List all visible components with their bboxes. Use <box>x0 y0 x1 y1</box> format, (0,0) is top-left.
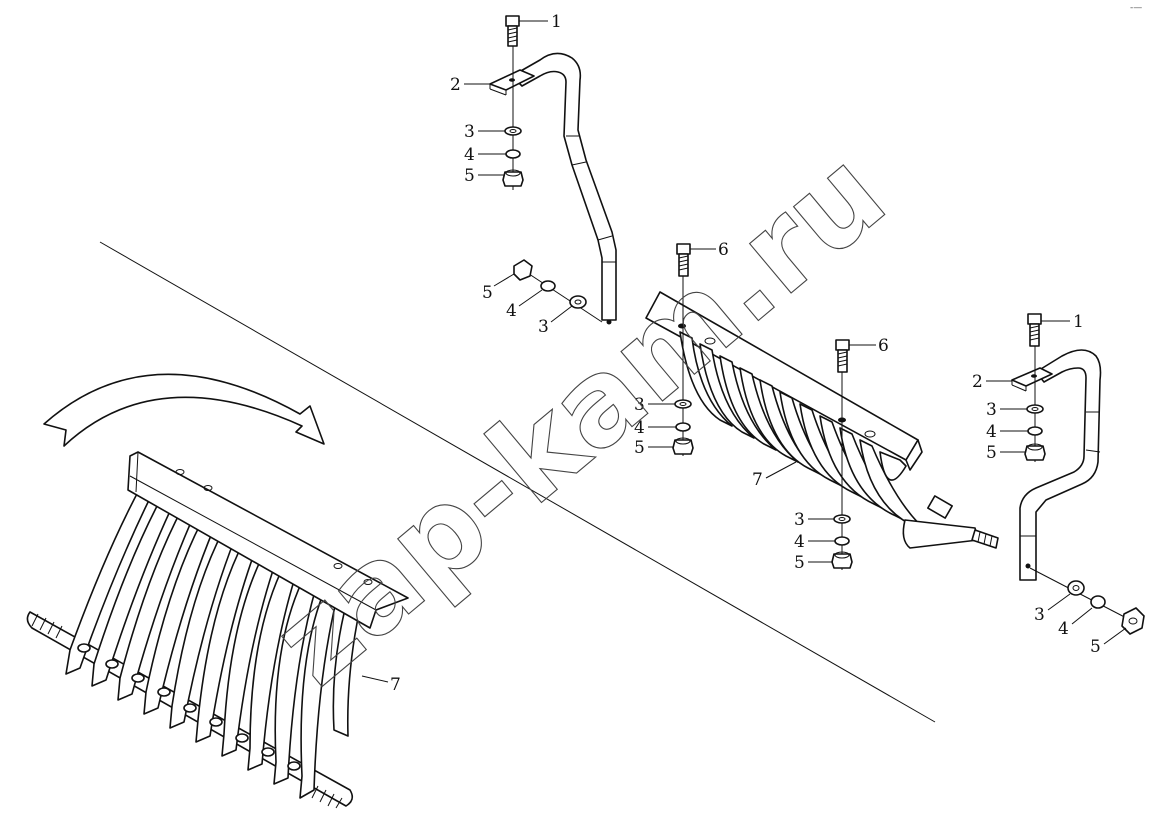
center-washer-b <box>833 514 851 524</box>
callout-mid-left-lockwasher: 4 <box>506 301 517 321</box>
corner-mark: -— <box>1130 3 1142 13</box>
callout-right-lockwasher: 4 <box>986 422 997 442</box>
right-bolt <box>1027 313 1042 347</box>
center-bolt-a <box>676 243 691 277</box>
callout-center-bolt-a: 6 <box>718 240 729 260</box>
callout-right-nut: 5 <box>986 443 997 463</box>
callout-right-plate: 2 <box>972 372 983 392</box>
callout-center-bolt-b: 6 <box>878 336 889 356</box>
callout-top-left-bolt: 1 <box>551 12 562 32</box>
callout-lower-rake: 7 <box>390 675 401 695</box>
callout-center-rake: 7 <box>752 470 763 490</box>
callout-center-lockwasher-b: 4 <box>794 532 805 552</box>
callout-center-lockwasher-a: 4 <box>634 418 645 438</box>
callout-top-left-nut: 5 <box>464 166 475 186</box>
callout-top-left-washer: 3 <box>464 122 475 142</box>
callout-right-washer: 3 <box>986 400 997 420</box>
callout-right-bolt: 1 <box>1073 312 1084 332</box>
center-bolt-b <box>835 339 850 373</box>
callout-center-nut-a: 5 <box>634 438 645 458</box>
callout-center-nut-b: 5 <box>794 553 805 573</box>
center-rake <box>645 291 999 549</box>
center-lockwasher-b <box>834 536 850 546</box>
right-washer <box>1026 404 1044 414</box>
lower-rake <box>26 451 409 809</box>
callout-leaders <box>361 20 1127 683</box>
callout-center-washer-a: 3 <box>634 395 645 415</box>
top-left-washer <box>504 126 522 136</box>
top-left-bolt <box>505 15 520 47</box>
top-left-lockwasher <box>505 149 521 159</box>
callout-mid-left-washer: 3 <box>538 317 549 337</box>
callout-bottom-right-lockwasher: 4 <box>1058 619 1069 639</box>
right-handle-bar <box>1019 349 1102 581</box>
left-handle-bar <box>511 52 617 325</box>
divider-line <box>99 241 936 723</box>
callout-bottom-right-washer: 3 <box>1034 605 1045 625</box>
right-lockwasher <box>1027 426 1043 436</box>
callout-top-left-plate: 2 <box>450 75 461 95</box>
rotation-arrow <box>43 373 325 447</box>
callout-mid-left-nut: 5 <box>482 283 493 303</box>
callout-labels: 1 2 3 4 5 5 4 3 6 3 4 5 6 7 3 4 5 1 2 3 … <box>390 12 1101 695</box>
callout-top-left-lockwasher: 4 <box>464 145 475 165</box>
bottom-right-fasteners <box>1029 567 1145 635</box>
mid-left-fasteners <box>513 259 603 323</box>
callout-center-washer-b: 3 <box>794 510 805 530</box>
callout-bottom-right-nut: 5 <box>1090 637 1101 657</box>
